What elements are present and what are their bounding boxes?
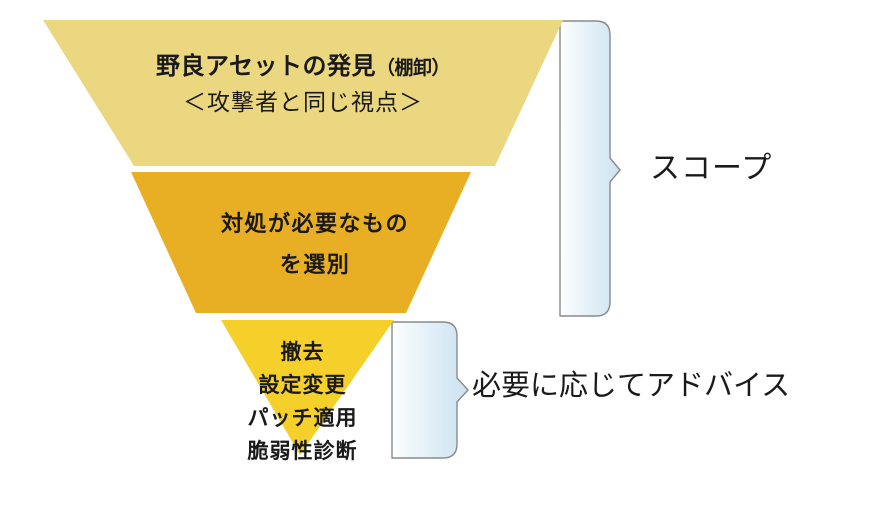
section-remediation-line-2: 設定変更 <box>258 374 347 397</box>
section-discovery-line-2: ＜攻撃者と同じ視点＞ <box>183 89 423 115</box>
section-discovery-text: 野良アセットの発見（棚卸） ＜攻撃者と同じ視点＞ <box>43 55 563 114</box>
section-remediation-text: 撤去 設定変更 パッチ適用 脆弱性診断 <box>160 342 445 462</box>
section-remediation-line-4: 脆弱性診断 <box>247 440 358 463</box>
funnel-section-remediation <box>221 320 394 455</box>
brace-label-scope: スコープ <box>650 152 773 185</box>
section-discovery-line-1-suffix: （棚卸） <box>376 58 451 79</box>
section-remediation-line-3: パッチ適用 <box>247 407 358 430</box>
funnel-section-discovery <box>43 20 563 166</box>
section-discovery-line-1: 野良アセットの発見（棚卸） <box>43 55 563 79</box>
section-remediation-line-1: 撤去 <box>280 341 325 364</box>
brace-label-advice: 必要に応じてアドバイス <box>472 370 791 402</box>
brace-advice <box>391 321 469 459</box>
brace-scope <box>559 20 621 317</box>
section-discovery-line-1-main: 野良アセットの発見 <box>155 53 376 80</box>
section-triage-line-1: 対処が必要なもの <box>220 211 409 236</box>
section-triage-text: 対処が必要なもの を選別 <box>110 213 520 276</box>
funnel-section-triage <box>131 172 471 313</box>
section-triage-line-2: を選別 <box>279 252 351 277</box>
